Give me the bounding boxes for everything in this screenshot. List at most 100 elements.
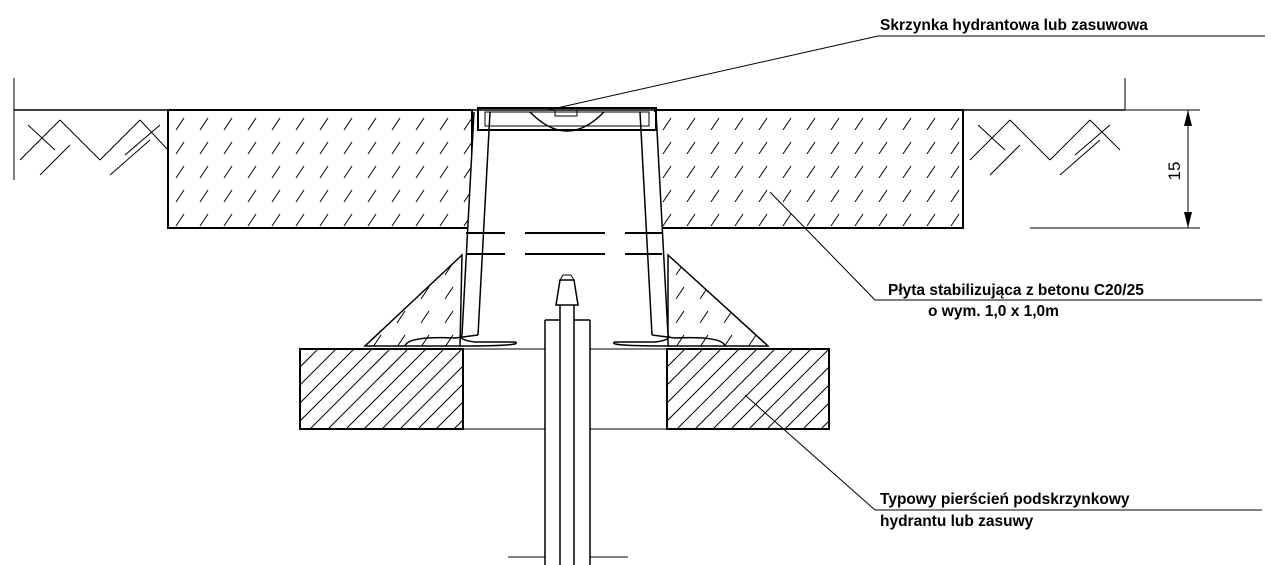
hatch-line xyxy=(199,165,209,179)
hatch-line xyxy=(381,349,463,429)
hatch-line xyxy=(271,165,281,179)
dimension-value: 15 xyxy=(1165,162,1184,181)
hatch-line xyxy=(662,189,672,203)
hatch-line xyxy=(367,213,377,227)
hatch-line xyxy=(902,213,912,227)
hatch-line xyxy=(363,349,445,429)
hatch-line xyxy=(420,286,430,300)
hatch-line xyxy=(175,165,185,179)
hatch-line xyxy=(391,117,401,131)
hatch-line xyxy=(439,141,449,155)
hatch-line xyxy=(950,141,960,155)
hatch-line xyxy=(667,349,668,350)
hatch-line xyxy=(453,419,463,429)
hatch-line xyxy=(300,349,319,368)
hatch-line xyxy=(667,349,704,386)
thickness-dimension: 15 xyxy=(1030,78,1200,229)
label-ring-title: Typowy pierścień podskrzynkowy xyxy=(880,491,1130,508)
hatch-line xyxy=(199,117,209,131)
hatch-line xyxy=(295,213,305,227)
hatch-line xyxy=(748,349,829,429)
hatch-line xyxy=(444,286,454,300)
hatch-line xyxy=(830,213,840,227)
hatch-line xyxy=(875,349,955,429)
hatch-line xyxy=(926,213,936,227)
hatch-line xyxy=(396,334,406,346)
hatch-line xyxy=(878,141,888,155)
hatch-line xyxy=(300,349,373,422)
hydrant-box-body xyxy=(404,111,726,347)
hatch-line xyxy=(439,117,449,131)
hatch-line xyxy=(699,310,709,324)
hatch-line xyxy=(223,189,233,203)
hatch-line xyxy=(343,213,353,227)
concrete-slab-right xyxy=(654,109,964,229)
hatch-line xyxy=(295,117,305,131)
hatch-line xyxy=(854,213,864,227)
hatch-line xyxy=(472,349,552,429)
hatch-line xyxy=(676,349,758,429)
hatch-line xyxy=(415,213,425,227)
hatch-line xyxy=(444,262,454,276)
valve-spindle xyxy=(508,274,628,565)
hatch-line xyxy=(247,189,257,203)
hatch-line xyxy=(854,165,864,179)
hatch-line xyxy=(878,117,888,131)
label-slab-title: Płyta stabilizująca z betonu C20/25 xyxy=(888,282,1144,299)
hatch-line xyxy=(367,189,377,203)
hatch-line xyxy=(694,349,776,429)
hatch-line xyxy=(734,213,744,227)
hatch-line xyxy=(667,349,722,404)
leader-lines xyxy=(547,35,1265,511)
hatch-line xyxy=(415,165,425,179)
hatch-line xyxy=(758,141,768,155)
hatch-line xyxy=(271,117,281,131)
hatch-line xyxy=(699,262,709,276)
hatch-line xyxy=(223,117,233,131)
hatch-line xyxy=(854,189,864,203)
hatch-line xyxy=(199,141,209,155)
hatch-line xyxy=(758,117,768,131)
hatch-line xyxy=(734,117,744,131)
hatch-line xyxy=(662,141,672,155)
hatch-line xyxy=(439,165,449,179)
hatch-line xyxy=(902,165,912,179)
hatch-line xyxy=(902,141,912,155)
hatch-line xyxy=(878,165,888,179)
hatch-line xyxy=(712,349,794,429)
hatch-line xyxy=(175,213,185,227)
hatch-line xyxy=(699,286,709,300)
hatch-line xyxy=(319,141,329,155)
concrete-cone-left xyxy=(363,253,463,347)
hatch-line xyxy=(926,189,936,203)
hatch-line xyxy=(782,165,792,179)
hatch-line xyxy=(758,213,768,227)
hatch-line xyxy=(319,189,329,203)
hatch-line xyxy=(662,213,672,227)
hatch-line xyxy=(830,165,840,179)
hatch-line xyxy=(710,213,720,227)
hatch-line xyxy=(175,117,185,131)
hatch-line xyxy=(367,141,377,155)
hatch-line xyxy=(319,213,329,227)
hatch-line xyxy=(300,349,355,404)
label-slab-size: o wym. 1,0 x 1,0m xyxy=(928,303,1059,320)
hatch-line xyxy=(902,117,912,131)
concrete-slab-left xyxy=(167,109,473,229)
hatch-line xyxy=(675,286,685,300)
hatch-line xyxy=(271,189,281,203)
hatch-line xyxy=(734,165,744,179)
hatch-line xyxy=(391,141,401,155)
hatch-line xyxy=(420,334,430,346)
hatch-line xyxy=(782,189,792,203)
hatch-line xyxy=(463,117,472,131)
hatch-line xyxy=(399,365,463,429)
hatch-line xyxy=(893,349,973,429)
hatch-line xyxy=(710,189,720,203)
hatch-line xyxy=(766,366,829,429)
hatch-line xyxy=(734,189,744,203)
hatch-line xyxy=(247,213,257,227)
hatch-line xyxy=(396,286,406,300)
hatch-line xyxy=(950,117,960,131)
hatch-line xyxy=(415,117,425,131)
